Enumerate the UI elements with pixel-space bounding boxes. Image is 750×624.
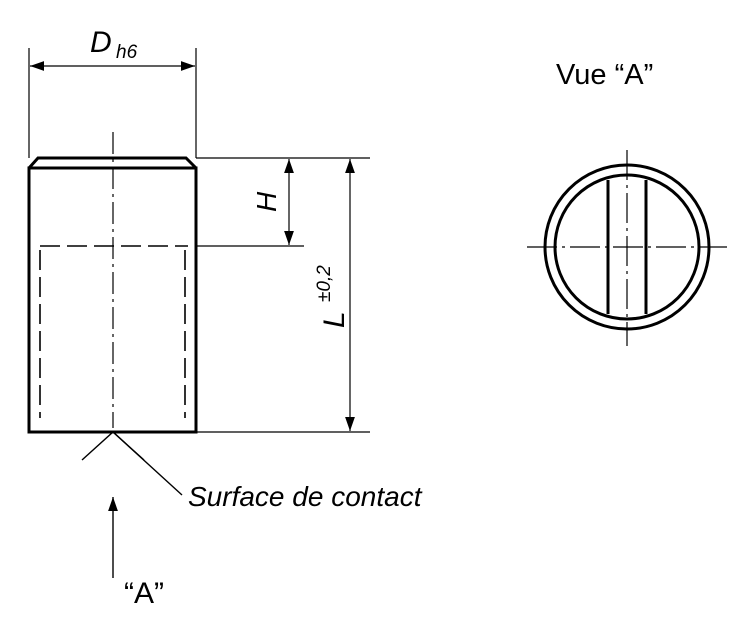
- side-view: [27, 132, 198, 578]
- height-label: H: [251, 191, 282, 212]
- view-arrow-label: “A”: [124, 577, 164, 610]
- dimensions: [28, 48, 370, 433]
- contact-surface-marker: [81, 431, 145, 461]
- contact-surface-leader: [112, 431, 183, 496]
- end-view: [527, 150, 727, 346]
- diameter-tolerance: h6: [116, 42, 138, 63]
- contact-surface-label: Surface de contact: [188, 481, 423, 512]
- length-label: L: [318, 311, 351, 328]
- hidden-bore: [39, 245, 188, 418]
- labels: D h6 H L ±0,2 Surface de contact “A” Vue…: [90, 26, 653, 610]
- length-tolerance: ±0,2: [314, 265, 335, 302]
- view-title: Vue “A”: [556, 59, 653, 91]
- top-chamfer: [27, 156, 198, 170]
- diameter-label: D: [90, 26, 112, 59]
